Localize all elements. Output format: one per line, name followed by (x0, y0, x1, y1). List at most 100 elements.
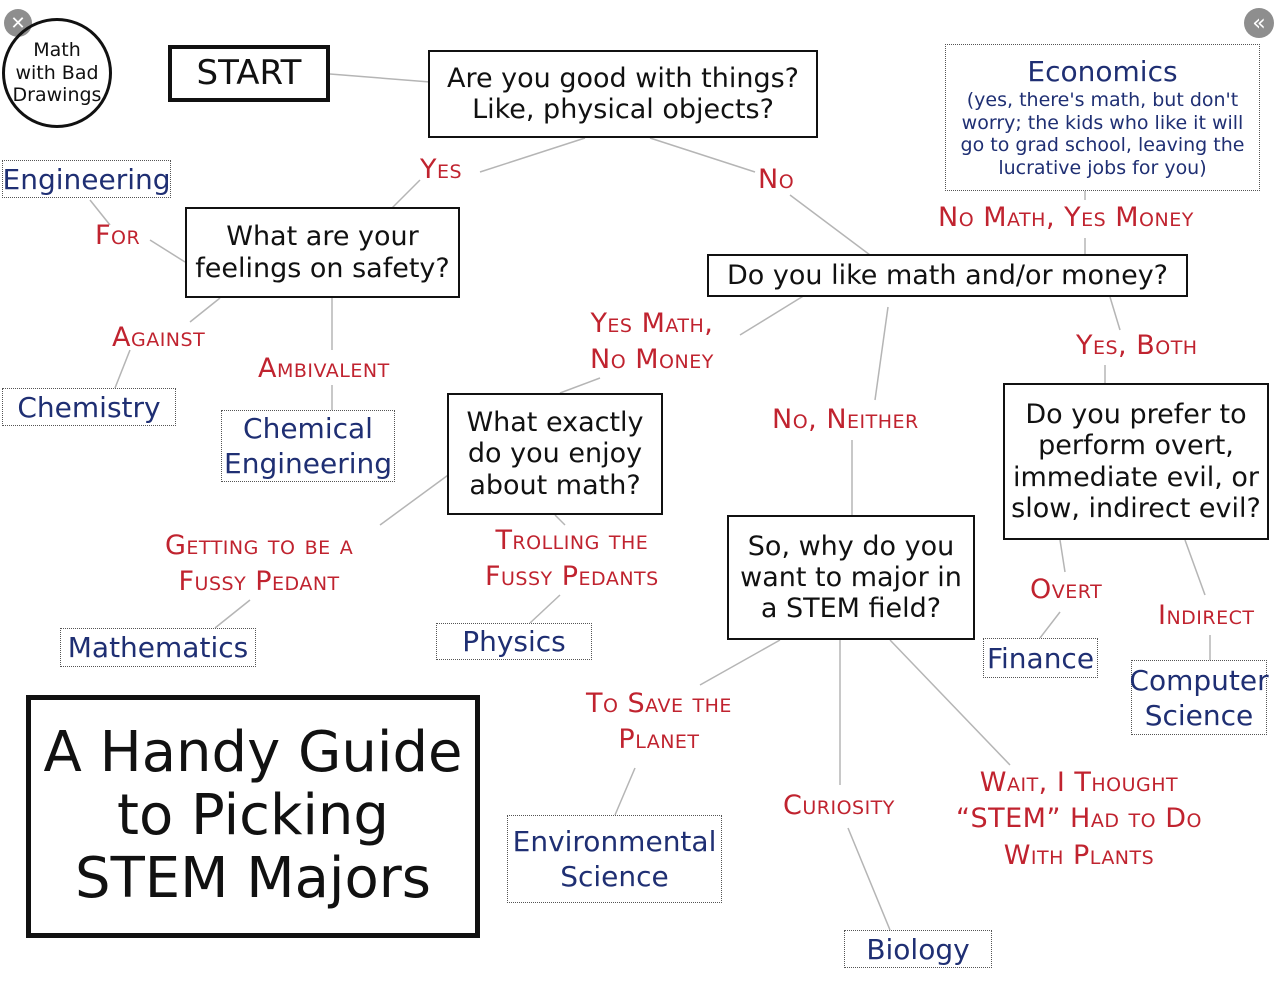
major-label: Mathematics (67, 631, 249, 664)
line-why-plants (889, 639, 1011, 766)
question-line: What are your (226, 221, 419, 253)
answer-line: Wait, I Thought (979, 767, 1179, 798)
major-label: Science (1144, 698, 1254, 732)
line-safety-for (149, 239, 186, 263)
major-label: Science (560, 860, 669, 893)
answer-line: No Money (590, 344, 714, 376)
line-why-save (699, 639, 781, 686)
question-line: So, why do you (747, 530, 955, 562)
answer-line: Trolling the (495, 525, 649, 556)
question-enjoy-math: What exactly do you enjoy about math? (447, 393, 663, 515)
major-label: Chemistry (17, 390, 161, 424)
answer-fussy-pedant: Getting to be a Fussy Pedant (165, 528, 353, 601)
question-line: do you enjoy (467, 438, 643, 470)
answer-line: Getting to be a (165, 530, 354, 561)
major-chemistry: Chemistry (2, 388, 176, 426)
question-evil: Do you prefer to perform overt, immediat… (1003, 383, 1269, 540)
title-line: STEM Majors (75, 845, 431, 911)
question-line: feelings on safety? (195, 252, 450, 284)
major-label: Environmental (512, 825, 717, 858)
question-line: What exactly (466, 407, 644, 439)
question-physical-objects: Are you good with things? Like, physical… (428, 50, 818, 138)
line-against-chemistry (114, 349, 131, 389)
line-evil-overt (1059, 539, 1066, 573)
line-curiosity-biology (847, 827, 891, 931)
answer-for: For (95, 220, 141, 251)
question-line: Do you like math and/or money? (726, 259, 1169, 291)
answer-line: Fussy Pedants (485, 561, 659, 593)
answer-yes-math-no-money: Yes Math, No Money (590, 306, 714, 379)
major-label: Engineering (2, 162, 171, 196)
question-line: Like, physical objects? (472, 94, 774, 125)
answer-no-neither: No, Neither (772, 404, 919, 435)
line-safety-against (189, 297, 221, 323)
economics-note: (yes, there's math, but don't (966, 88, 1239, 111)
line-start-physical (329, 73, 431, 83)
major-label: Biology (866, 932, 970, 966)
line-physical-yes (479, 137, 586, 173)
major-label: Finance (986, 641, 1095, 675)
major-environmental-science: Environmental Science (507, 815, 722, 903)
major-computer-science: Computer Science (1129, 660, 1269, 735)
question-line: slow, indirect evil? (1011, 492, 1261, 524)
major-label: Engineering (224, 447, 392, 480)
question-why-stem: So, why do you want to major in a STEM f… (727, 515, 975, 640)
major-physics: Physics (436, 623, 592, 660)
line-save-env (614, 767, 636, 816)
economics-note: worry; the kids who like it will (961, 111, 1244, 134)
major-label: Computer (1129, 663, 1269, 697)
answer-curiosity: Curiosity (783, 790, 895, 821)
major-label: Chemical (243, 412, 373, 445)
collapse-button[interactable]: « (1244, 8, 1274, 38)
answer-no: No (758, 164, 795, 195)
answer-plants: Wait, I Thought “STEM” Had to Do With Pl… (956, 765, 1202, 874)
title-box: A Handy Guide to Picking STEM Majors (26, 695, 480, 938)
line-yes-safety (389, 179, 421, 211)
start-label: START (196, 52, 302, 93)
line-enjoy-pedant (379, 469, 456, 526)
logo-line: Math (33, 38, 81, 61)
economics-note: go to grad school, leaving the (960, 134, 1245, 157)
line-physical-no (649, 137, 756, 173)
major-finance: Finance (983, 638, 1098, 678)
answer-overt: Overt (1030, 574, 1103, 605)
line-pedant-math (214, 599, 251, 629)
line-mathmoney-yesboth (1109, 296, 1121, 331)
line-enjoy-trolling (554, 514, 566, 526)
answer-yes: Yes (420, 154, 463, 185)
question-line: a STEM field? (760, 593, 942, 625)
major-label: Physics (462, 625, 566, 658)
major-economics: Economics (yes, there's math, but don't … (945, 44, 1260, 191)
major-label: Economics (1027, 55, 1178, 89)
question-line: perform overt, (1038, 430, 1234, 462)
question-math-money: Do you like math and/or money? (707, 254, 1188, 297)
title-line: A Handy Guide (43, 720, 463, 786)
answer-line: “STEM” Had to Do (956, 803, 1202, 835)
start-box: START (168, 45, 330, 102)
logo-line: with Bad (15, 61, 99, 84)
answer-save-planet: To Save the Planet (586, 686, 732, 759)
answer-no-math-yes-money: No Math, Yes Money (938, 202, 1194, 233)
line-overt-finance (1039, 611, 1061, 639)
answer-line: To Save the (586, 688, 732, 719)
logo-line: Drawings (12, 84, 102, 107)
major-mathematics: Mathematics (60, 628, 256, 667)
line-mathmoney-neither (874, 306, 889, 401)
answer-ambivalent: Ambivalent (258, 353, 390, 384)
logo-circle: Math with Bad Drawings (2, 18, 112, 128)
answer-yes-both: Yes, Both (1076, 330, 1198, 361)
answer-line: With Plants (1003, 839, 1155, 871)
answer-line: Fussy Pedant (178, 566, 340, 598)
answer-indirect: Indirect (1158, 600, 1255, 631)
line-for-engineering (89, 199, 111, 226)
major-biology: Biology (844, 930, 992, 968)
question-line: want to major in (740, 561, 962, 593)
answer-trolling-pedants: Trolling the Fussy Pedants (485, 523, 659, 596)
line-evil-indirect (1184, 539, 1206, 596)
title-line: to Picking (117, 783, 389, 849)
question-safety: What are your feelings on safety? (185, 207, 460, 298)
line-mathmoney-yesmath (739, 294, 806, 336)
line-no-mathmoney (789, 194, 871, 256)
answer-against: Against (112, 322, 206, 353)
